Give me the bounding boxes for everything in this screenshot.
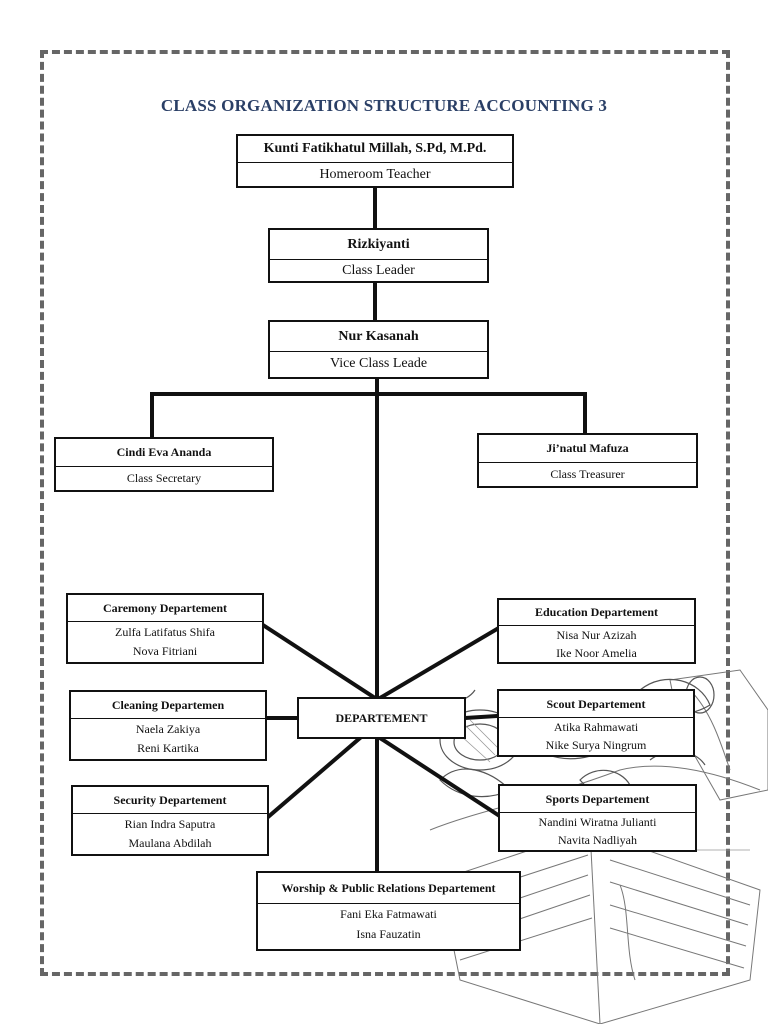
worship-department-box: Worship & Public Relations Departement F…: [256, 871, 521, 951]
cleaning-member: Naela Zakiya: [135, 722, 201, 736]
class-treasurer-name: Ji’natul Mafuza: [479, 435, 696, 463]
department-hub-box: DEPARTEMENT: [297, 697, 466, 739]
class-secretary-box: Cindi Eva Ananda Class Secretary: [54, 437, 274, 492]
education-member: Nisa Nur Azizah: [556, 628, 637, 642]
class-secretary-role: Class Secretary: [126, 471, 202, 485]
ceremony-member: Zulfa Latifatus Shifa: [115, 625, 215, 639]
vice-class-leader-name: Nur Kasanah: [270, 322, 487, 352]
worship-member: Isna Fauzatin: [356, 927, 421, 941]
dashed-border-frame: [40, 50, 730, 976]
education-department-name: Education Departement: [499, 600, 694, 626]
scout-member: Nike Surya Ningrum: [545, 738, 647, 752]
class-leader-name: Rizkiyanti: [270, 230, 487, 260]
department-hub-label: DEPARTEMENT: [335, 710, 428, 725]
security-member: Rian Indra Saputra: [124, 817, 216, 831]
security-department-box: Security Departement Rian Indra Saputra …: [71, 785, 269, 856]
class-treasurer-role: Class Treasurer: [550, 467, 625, 481]
class-leader-box: Rizkiyanti Class Leader: [268, 228, 489, 283]
scout-member: Atika Rahmawati: [553, 720, 639, 734]
education-department-box: Education Departement Nisa Nur Azizah Ik…: [497, 598, 696, 664]
security-member: Maulana Abdilah: [128, 836, 212, 850]
cleaning-department-name: Cleaning Departemen: [71, 692, 265, 719]
cleaning-department-box: Cleaning Departemen Naela Zakiya Reni Ka…: [69, 690, 267, 761]
vice-class-leader-role: Vice Class Leade: [329, 356, 428, 371]
homeroom-teacher-box: Kunti Fatikhatul Millah, S.Pd, M.Pd. Hom…: [236, 134, 514, 188]
ceremony-department-box: Caremony Departement Zulfa Latifatus Shi…: [66, 593, 264, 664]
ceremony-department-name: Caremony Departement: [68, 595, 262, 622]
sports-member: Nandini Wiratna Julianti: [538, 815, 657, 829]
vice-class-leader-box: Nur Kasanah Vice Class Leade: [268, 320, 489, 379]
class-secretary-name: Cindi Eva Ananda: [56, 439, 272, 467]
security-department-name: Security Departement: [73, 787, 267, 814]
sports-department-box: Sports Departement Nandini Wiratna Julia…: [498, 784, 697, 852]
worship-member: Fani Eka Fatmawati: [340, 907, 437, 921]
chart-title: CLASS ORGANIZATION STRUCTURE ACCOUNTING …: [160, 96, 608, 115]
worship-department-name: Worship & Public Relations Departement: [258, 873, 519, 904]
ceremony-member: Nova Fitriani: [132, 644, 198, 658]
scout-department-box: Scout Departement Atika Rahmawati Nike S…: [497, 689, 695, 757]
homeroom-teacher-role: Homeroom Teacher: [319, 167, 431, 182]
homeroom-teacher-name: Kunti Fatikhatul Millah, S.Pd, M.Pd.: [238, 136, 512, 163]
class-treasurer-box: Ji’natul Mafuza Class Treasurer: [477, 433, 698, 488]
sports-department-name: Sports Departement: [500, 786, 695, 813]
sports-member: Navita Nadliyah: [558, 833, 637, 847]
scout-department-name: Scout Departement: [499, 691, 693, 718]
class-leader-role: Class Leader: [342, 263, 415, 278]
cleaning-member: Reni Kartika: [137, 741, 199, 755]
education-member: Ike Noor Amelia: [556, 646, 637, 660]
